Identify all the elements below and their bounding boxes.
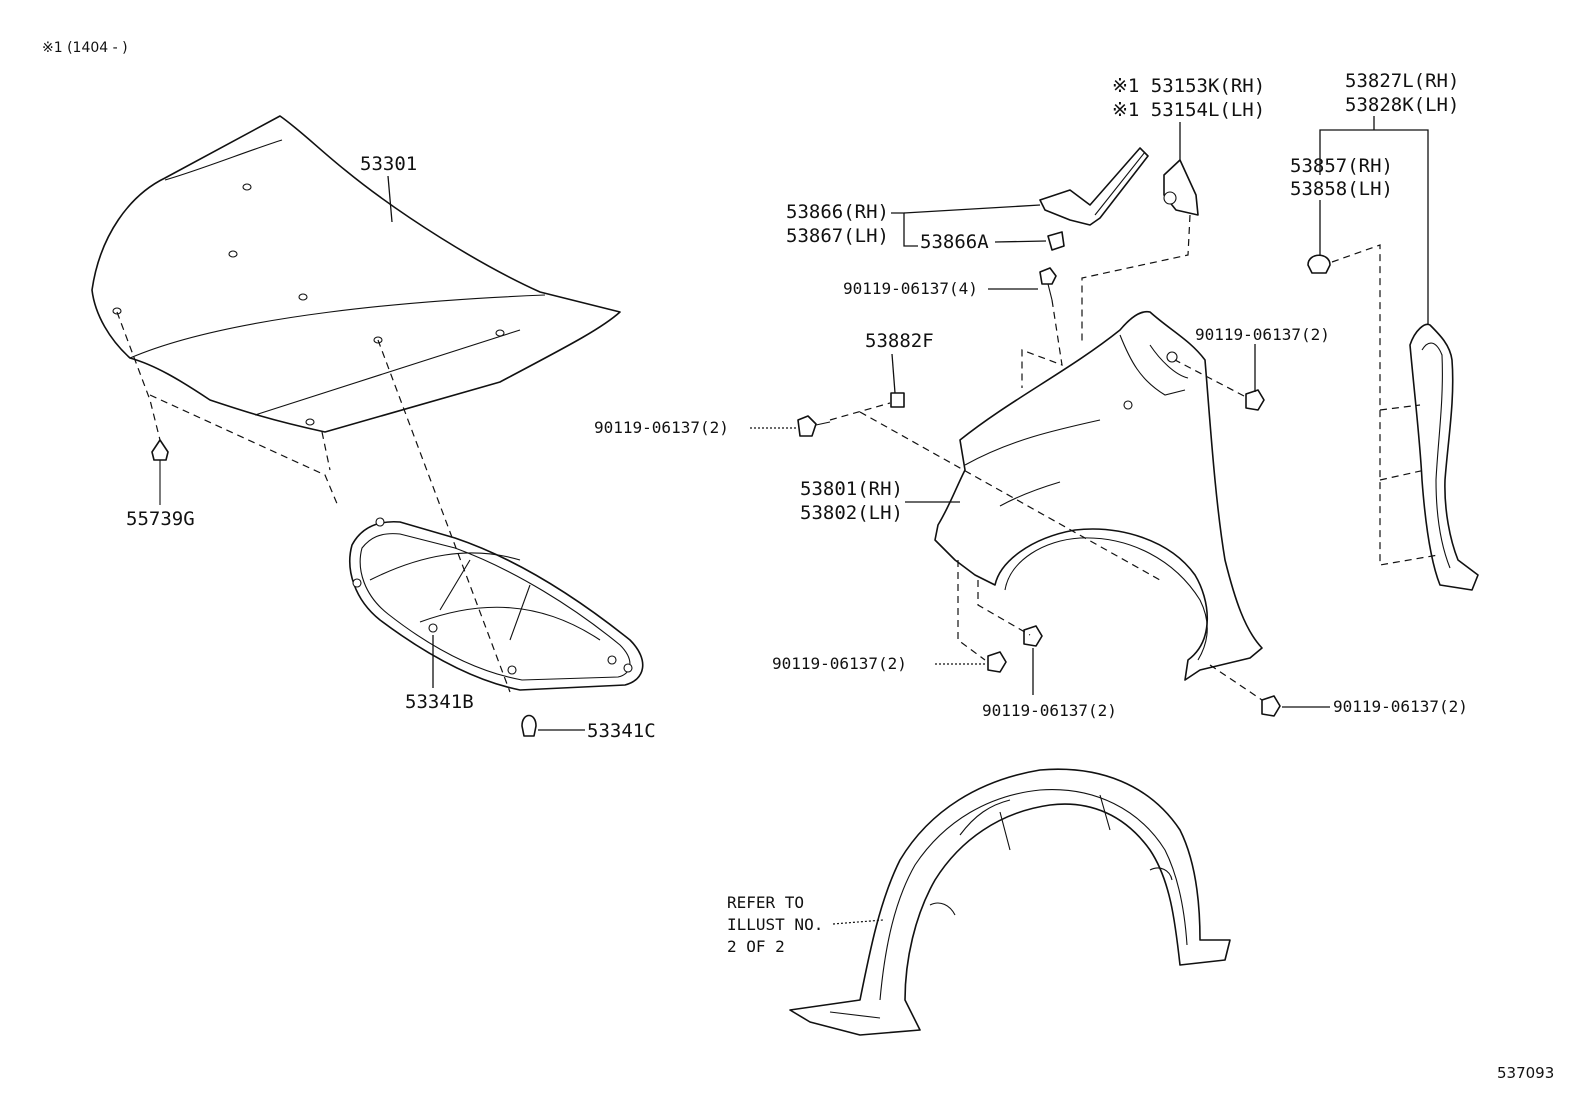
validity-note: ※1 (1404 - ) xyxy=(42,40,128,56)
label-bolt-bottom-left: 90119-06137(2) xyxy=(772,654,907,673)
label-bracket-lh: 53867(LH) xyxy=(786,225,889,247)
label-retainer: 53882F xyxy=(865,330,934,352)
label-fender-lh: 53802(LH) xyxy=(800,502,903,524)
fender-protector[interactable] xyxy=(1409,323,1479,591)
hood-panel[interactable] xyxy=(91,115,621,433)
hood-holes xyxy=(112,183,505,426)
label-bolt-right-top: 90119-06137(2) xyxy=(1195,325,1330,344)
label-bolt-left: 90119-06137(2) xyxy=(594,418,729,437)
label-hood: 53301 xyxy=(360,153,417,175)
label-insulator-clip: 53341C xyxy=(587,720,656,742)
front-fender[interactable] xyxy=(934,310,1263,681)
label-protector-lh: 53828K(LH) xyxy=(1345,94,1459,116)
label-bolt-bottom-right: 90119-06137(2) xyxy=(1333,697,1468,716)
label-seal-lh: ※1 53154L(LH) xyxy=(1112,99,1265,121)
retainer[interactable] xyxy=(890,392,905,408)
label-refer-2: ILLUST NO. xyxy=(727,915,823,934)
fender-liner[interactable] xyxy=(789,768,1231,1036)
bolt-left[interactable] xyxy=(797,415,831,437)
bracket-clip[interactable] xyxy=(1047,231,1065,251)
hood-clip[interactable] xyxy=(151,439,169,505)
fender-bracket[interactable] xyxy=(1039,147,1149,226)
label-bolt-top: 90119-06137(4) xyxy=(843,279,978,298)
label-hood-clip: 55739G xyxy=(126,508,195,530)
fender-seal[interactable] xyxy=(1163,159,1199,216)
label-insulator: 53341B xyxy=(405,691,474,713)
insulator-clip[interactable] xyxy=(521,714,537,737)
label-seal-rh: ※1 53153K(RH) xyxy=(1112,75,1265,97)
bolt-right-top[interactable] xyxy=(1245,389,1265,411)
hood-insulator[interactable] xyxy=(349,517,644,691)
label-refer-3: 2 OF 2 xyxy=(727,937,785,956)
bolt-bottom-mid[interactable] xyxy=(1023,625,1043,647)
clip-push[interactable] xyxy=(1307,254,1331,274)
bolt-top[interactable] xyxy=(1039,267,1057,301)
label-refer-1: REFER TO xyxy=(727,893,804,912)
label-bracket-rh: 53866(RH) xyxy=(786,201,889,223)
label-clip-rh: 53857(RH) xyxy=(1290,155,1393,177)
bolt-bottom-left[interactable] xyxy=(987,651,1007,673)
label-fender-rh: 53801(RH) xyxy=(800,478,903,500)
label-bracket-clip: 53866A xyxy=(920,231,989,253)
diagram-id: 537093 xyxy=(1497,1064,1554,1082)
label-protector-rh: 53827L(RH) xyxy=(1345,70,1459,92)
label-clip-lh: 53858(LH) xyxy=(1290,178,1393,200)
label-bolt-bottom-mid: 90119-06137(2) xyxy=(982,701,1117,720)
bolt-bottom-right[interactable] xyxy=(1261,695,1281,717)
